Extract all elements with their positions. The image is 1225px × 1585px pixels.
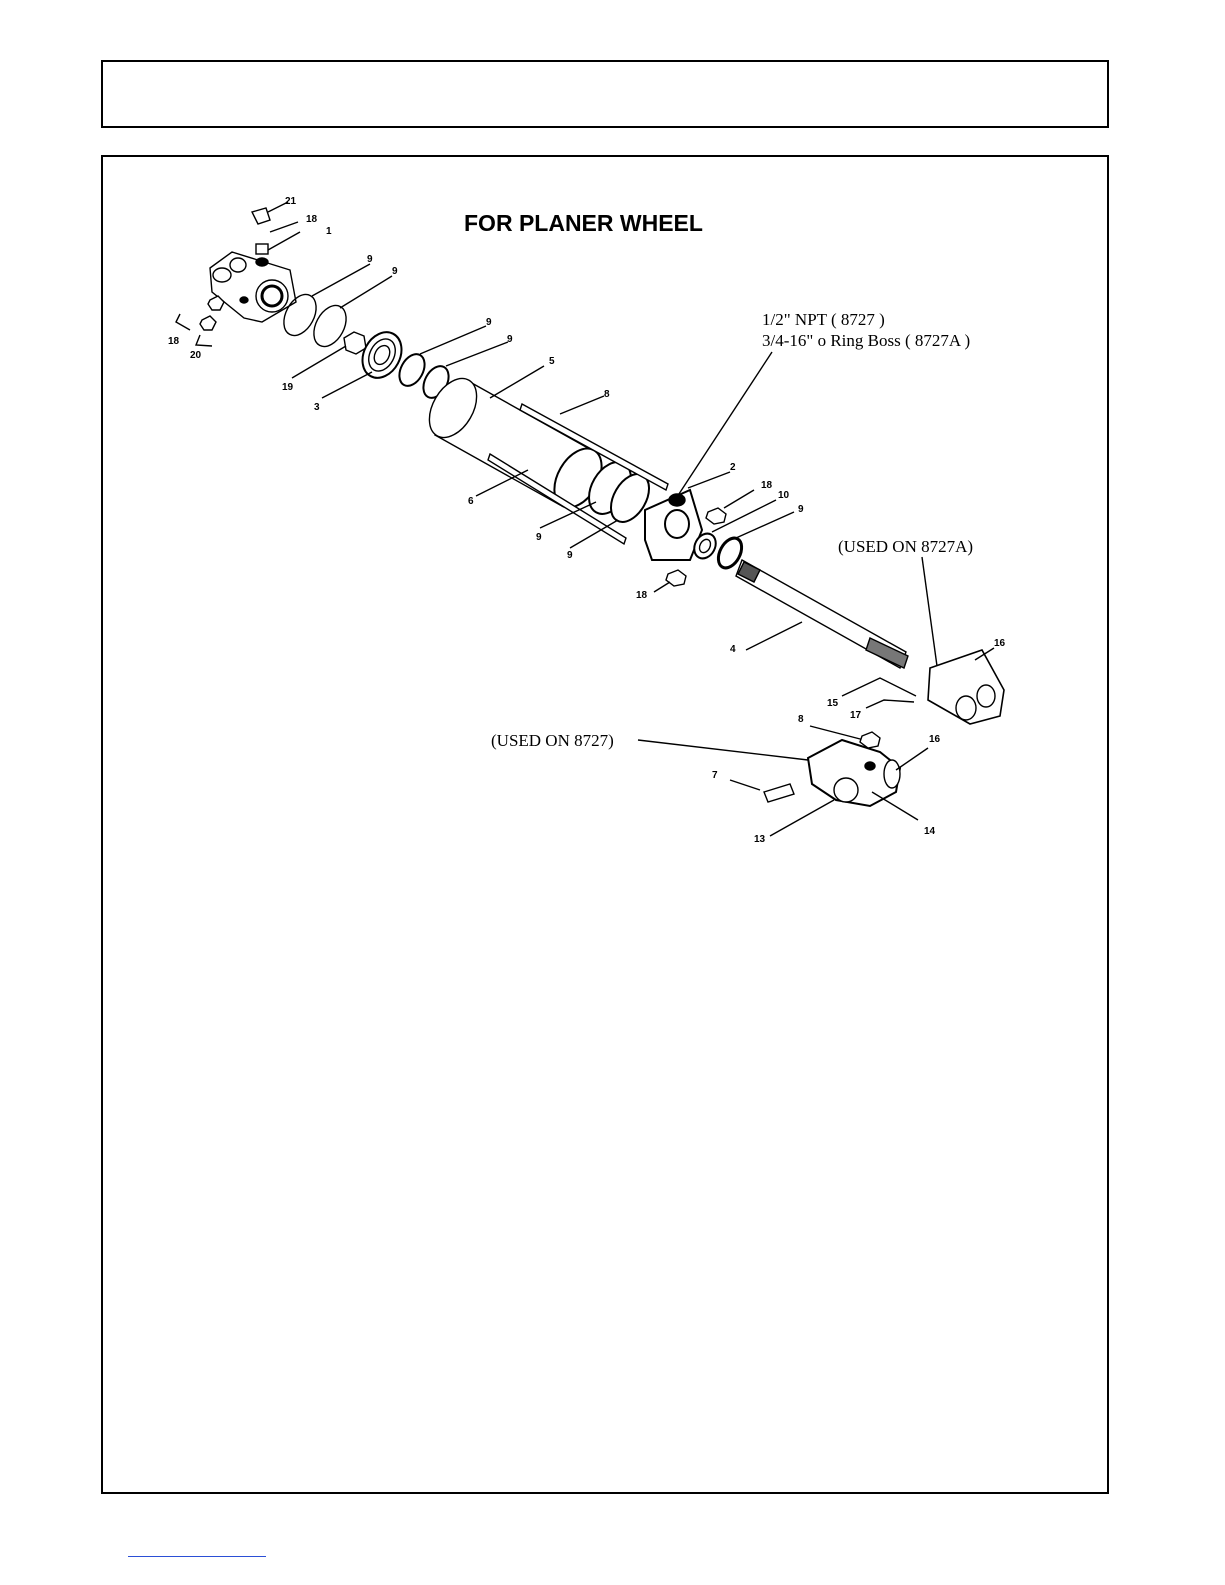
npt-leader	[675, 352, 772, 500]
plug-21	[252, 202, 288, 224]
callout-8: 8	[798, 714, 804, 725]
callout-15: 15	[827, 698, 839, 709]
used-8727a-leader	[922, 557, 937, 666]
callout-1: 1	[326, 226, 332, 237]
pin-17	[866, 700, 914, 708]
callout-3: 3	[314, 402, 320, 413]
callout-9: 9	[536, 532, 542, 543]
callout-21: 21	[285, 196, 297, 207]
callout-4: 4	[730, 644, 736, 655]
callout-18: 18	[306, 214, 318, 225]
callout-6: 6	[468, 496, 474, 507]
fitting-18-20	[176, 296, 224, 346]
callout-18: 18	[636, 590, 648, 601]
nut-18	[706, 508, 726, 524]
callout-7: 7	[712, 770, 718, 781]
callout-18: 18	[761, 480, 773, 491]
used-8727-leader	[638, 740, 808, 760]
callout-20: 20	[190, 350, 202, 361]
clevis-16-8727a	[928, 648, 1004, 724]
callout-5: 5	[549, 356, 555, 367]
callout-8: 8	[604, 389, 610, 400]
nut-18	[666, 570, 686, 586]
callout-9: 9	[567, 550, 573, 561]
base-end-cap-1	[210, 222, 300, 322]
barrel-5	[420, 366, 657, 529]
callout-13: 13	[754, 834, 766, 845]
callout-9: 9	[367, 254, 373, 265]
callout-19: 19	[282, 382, 294, 393]
piston-3	[292, 325, 409, 398]
callout-16: 16	[994, 638, 1006, 649]
callout-10: 10	[778, 490, 790, 501]
bolt-7	[764, 784, 794, 802]
callout-17: 17	[850, 710, 862, 721]
callout-2: 2	[730, 462, 736, 473]
footer-link-underline[interactable]	[128, 1556, 266, 1557]
callout-16: 16	[929, 734, 941, 745]
callout-18: 18	[168, 336, 180, 347]
clevis-14-8727	[808, 740, 928, 820]
callout-9: 9	[486, 317, 492, 328]
callout-14: 14	[924, 826, 936, 837]
callout-9: 9	[392, 266, 398, 277]
piston-rod-4	[736, 560, 908, 668]
callout-9: 9	[507, 334, 513, 345]
callout-9: 9	[798, 504, 804, 515]
pin-15	[842, 678, 916, 696]
